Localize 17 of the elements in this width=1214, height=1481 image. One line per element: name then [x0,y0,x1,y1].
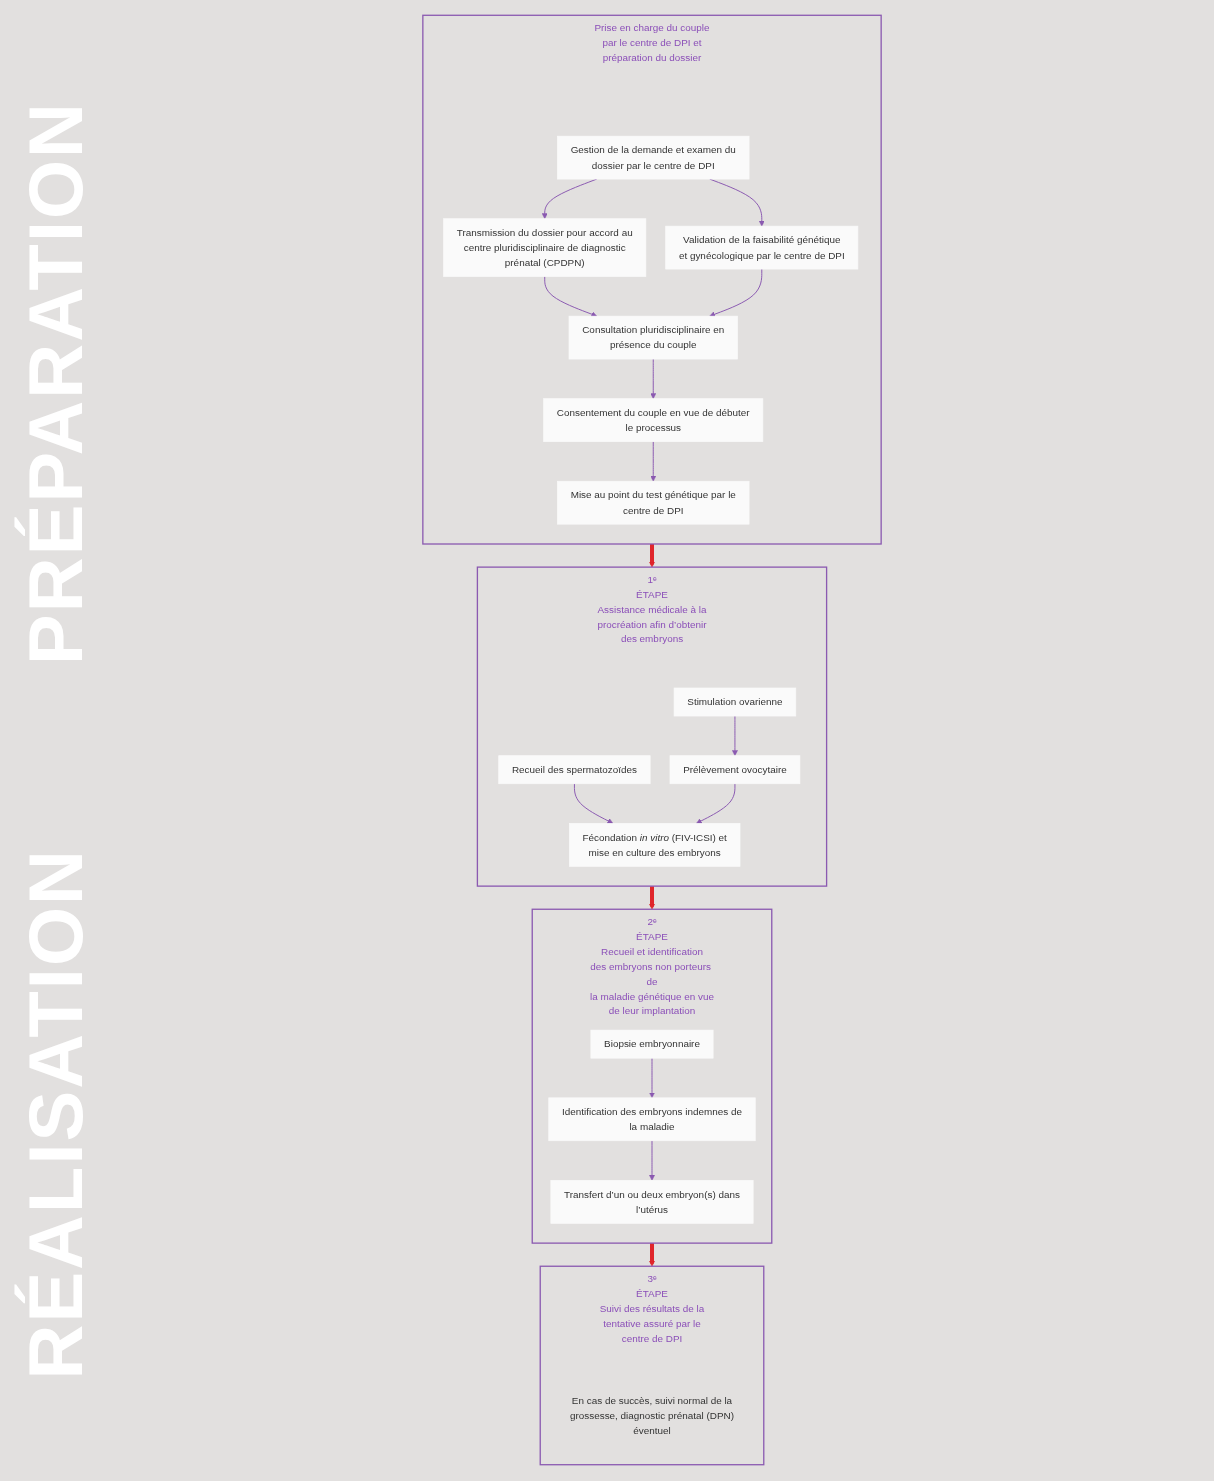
arrow [649,543,655,568]
node-box: Consultation pluridisciplinaire en présence du couple [568,315,738,360]
arrow [649,1243,655,1267]
node-box: Validation de la faisabilité génétique et gynécologique par le centre de DPI [665,225,859,270]
arrow [649,886,655,910]
node-box: Recueil des spermatozoïdes [498,755,651,785]
node-box: Biopsie embryonnaire [590,1029,714,1059]
node-box: Mise au point du test génétique par le centre de DPI [557,480,750,525]
node-box: Fécondation in vitro (FIV-ICSI) et mise en culture des embryons [569,823,741,867]
node-box: Consentement du couple en vue de débuter le processus [543,398,764,442]
node-box: Prélèvement ovocytaire [669,755,801,785]
node-box: Transfert d’un ou deux embryon(s) dans l’utérus [550,1180,754,1224]
node-box: Transmission du dossier pour accord au centre pluridisciplinaire de diagnostic prénatal (CPDPN) [443,218,647,277]
node-box: Stimulation ovarienne [673,687,797,717]
node-box: Gestion de la demande et examen du dossier par le centre de DPI [557,135,750,180]
node-text: En cas de succès, suivi normal de la grossesse, diagnostic prénatal (DPN) éventuel [569,1395,735,1436]
node-box: Identification des embryons indemnes de la maladie [548,1097,756,1142]
